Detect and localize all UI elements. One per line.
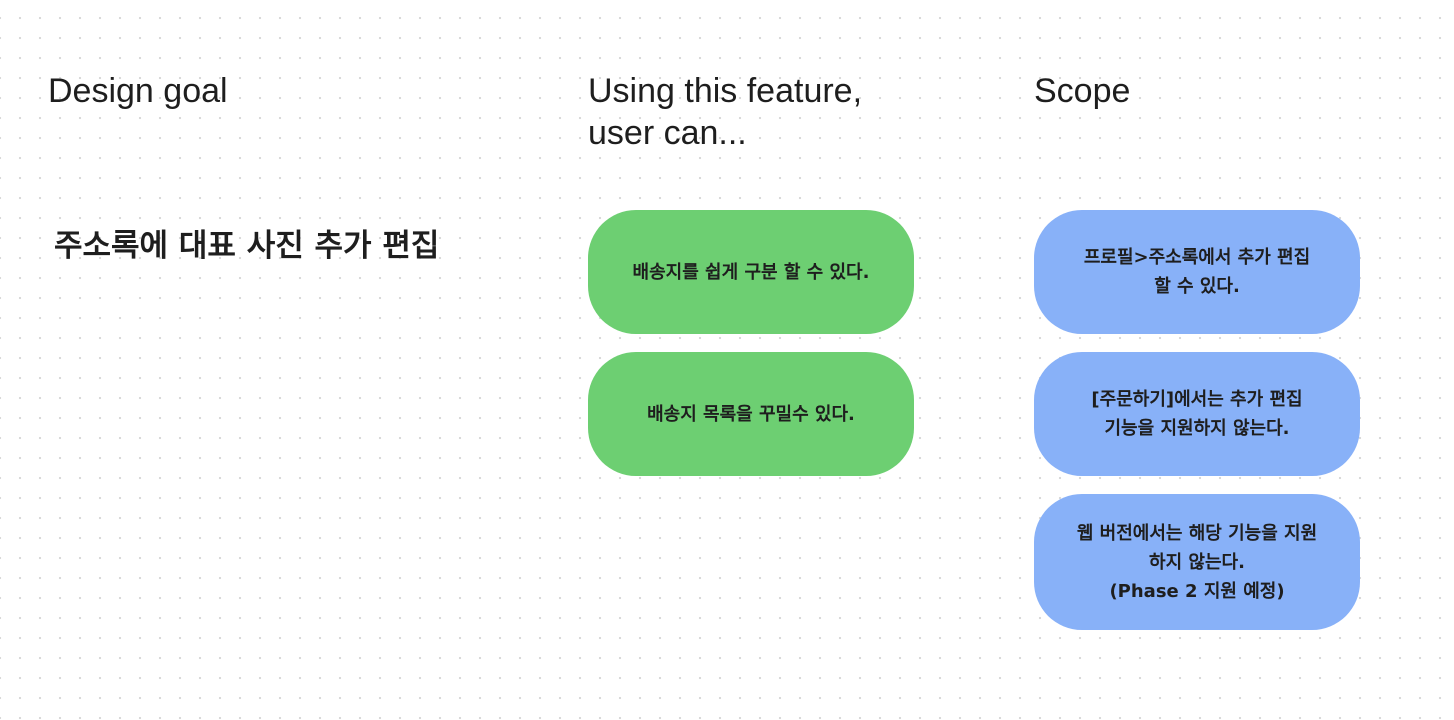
sticky-text-line: [주문하기]에서는 추가 편집 bbox=[1091, 389, 1303, 410]
design-goal-heading[interactable]: Design goal bbox=[48, 70, 228, 112]
sticky-text-line: (Phase 2 지원 예정) bbox=[1109, 580, 1285, 602]
sticky-text-line: 기능을 지원하지 않는다. bbox=[1104, 418, 1290, 439]
feature-sticky-note[interactable]: 배송지 목록을 꾸밀수 있다. bbox=[588, 352, 914, 476]
scope-sticky-note[interactable]: [주문하기]에서는 추가 편집 기능을 지원하지 않는다. bbox=[1034, 352, 1360, 476]
sticky-text-line: 하지 않는다. bbox=[1149, 551, 1245, 573]
feature-sticky-note[interactable]: 배송지를 쉽게 구분 할 수 있다. bbox=[588, 210, 914, 334]
feature-heading[interactable]: Using this feature, user can... bbox=[588, 70, 862, 154]
sticky-text-line: 배송지를 쉽게 구분 할 수 있다. bbox=[632, 261, 870, 283]
sticky-text-line: 배송지 목록을 꾸밀수 있다. bbox=[647, 403, 855, 425]
sticky-text-line: 프로필>주소록에서 추가 편집 bbox=[1083, 247, 1311, 268]
design-goal-text[interactable]: 주소록에 대표 사진 추가 편집 bbox=[54, 228, 440, 264]
sticky-text-line: 웹 버전에서는 해당 기능을 지원 bbox=[1076, 522, 1318, 544]
scope-heading[interactable]: Scope bbox=[1034, 70, 1130, 112]
scope-sticky-note[interactable]: 프로필>주소록에서 추가 편집 할 수 있다. bbox=[1034, 210, 1360, 334]
sticky-text-line: 할 수 있다. bbox=[1154, 276, 1240, 297]
heading-line: user can... bbox=[588, 114, 747, 152]
heading-line: Scope bbox=[1034, 72, 1131, 110]
heading-line: Using this feature, bbox=[588, 72, 863, 110]
scope-sticky-note[interactable]: 웹 버전에서는 해당 기능을 지원 하지 않는다. (Phase 2 지원 예정… bbox=[1034, 494, 1360, 630]
heading-line: Design goal bbox=[48, 72, 228, 110]
